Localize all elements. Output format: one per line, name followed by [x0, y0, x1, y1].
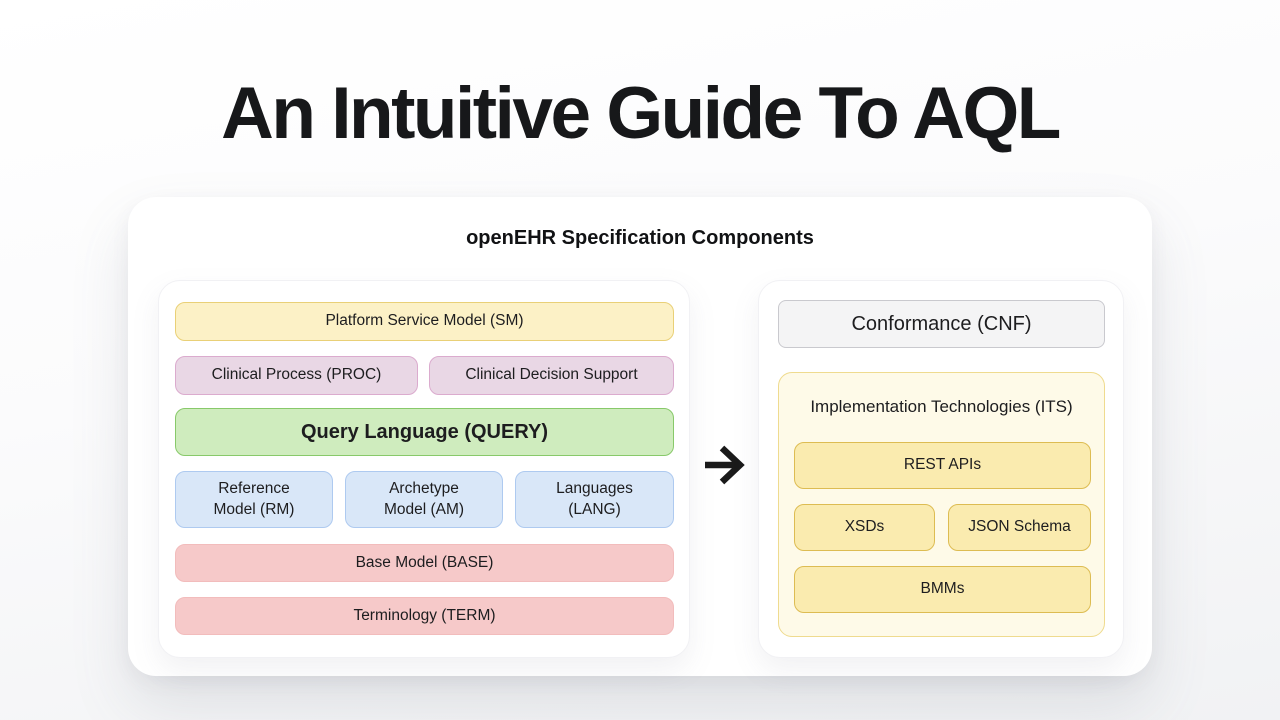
- platform-service-model-box: Platform Service Model (SM): [175, 302, 674, 341]
- rest-apis-box: REST APIs: [794, 442, 1091, 489]
- bmms-box: BMMs: [794, 566, 1091, 613]
- xsds-box: XSDs: [794, 504, 935, 551]
- page-title: An Intuitive Guide To AQL: [221, 73, 1061, 154]
- terminology-box: Terminology (TERM): [175, 597, 674, 635]
- implementation-technologies-label: Implementation Technologies (ITS): [810, 397, 1073, 416]
- conformance-box: Conformance (CNF): [778, 300, 1105, 348]
- reference-model-box: Reference Model (RM): [175, 471, 333, 528]
- languages-box: Languages (LANG): [515, 471, 674, 528]
- card-heading: openEHR Specification Components: [466, 227, 814, 249]
- right-arrow-icon: [705, 445, 745, 485]
- query-language-box: Query Language (QUERY): [175, 408, 674, 456]
- spec-components-card: openEHR Specification Components Platfor…: [128, 197, 1152, 676]
- clinical-process-box: Clinical Process (PROC): [175, 356, 418, 395]
- archetype-model-box: Archetype Model (AM): [345, 471, 503, 528]
- spec-stack-panel: Platform Service Model (SM) Clinical Pro…: [158, 280, 690, 658]
- clinical-decision-support-box: Clinical Decision Support: [429, 356, 674, 395]
- json-schema-box: JSON Schema: [948, 504, 1091, 551]
- implementation-panel: Conformance (CNF) Implementation Technol…: [758, 280, 1124, 658]
- base-model-box: Base Model (BASE): [175, 544, 674, 582]
- implementation-technologies-container: Implementation Technologies (ITS) REST A…: [778, 372, 1105, 637]
